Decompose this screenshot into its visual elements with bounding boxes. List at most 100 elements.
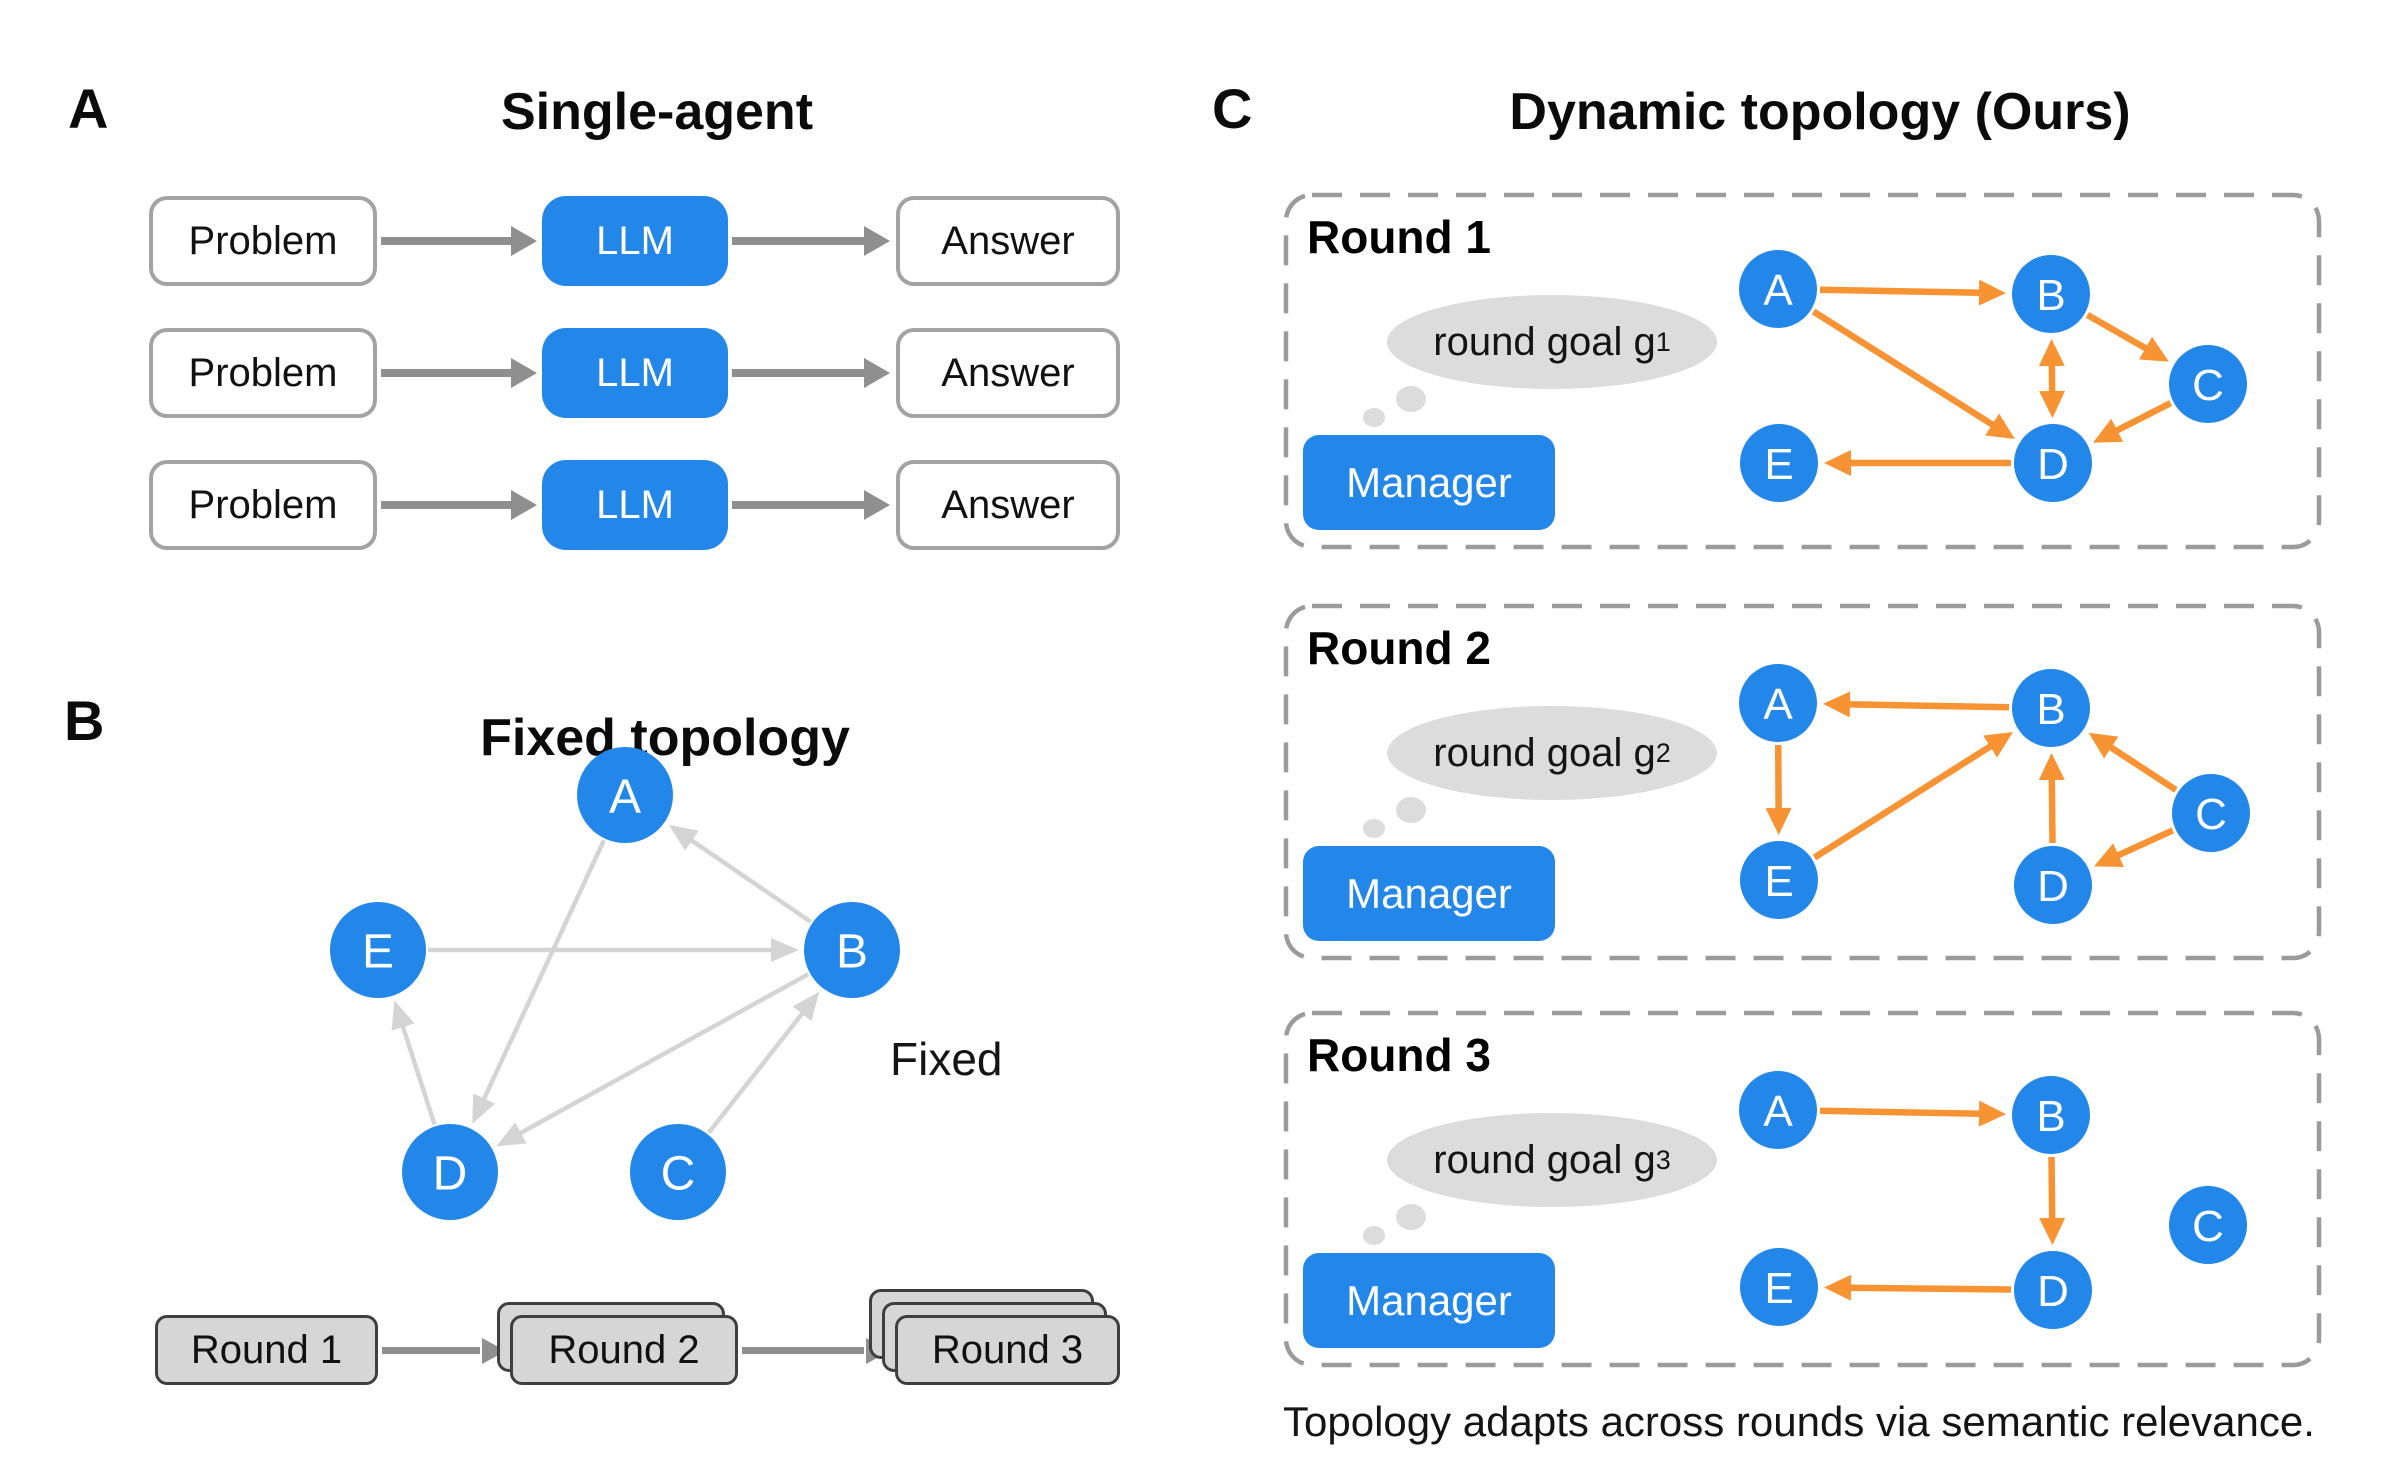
edge-C-B [707, 1009, 807, 1135]
arrowhead [391, 1000, 415, 1031]
arrow-problem-to-llm [381, 501, 511, 509]
edge-D-E [399, 1022, 437, 1126]
node-A-circle [1739, 664, 1817, 742]
arrowhead [1822, 691, 1851, 718]
arrowhead [1823, 1274, 1852, 1301]
node-D-circle [2014, 424, 2092, 502]
node-A: A [1739, 664, 1817, 742]
edge-E-B [1812, 741, 1996, 861]
arrowhead [496, 1122, 527, 1147]
arrowhead [472, 1093, 495, 1124]
node-B-label: B [2036, 685, 2065, 734]
chain-round-3: Round 3 [895, 1315, 1120, 1385]
node-D-label: D [2037, 440, 2069, 489]
node-E-label: E [1764, 440, 1793, 489]
node-E-label: E [1764, 857, 1793, 906]
node-A-circle [1739, 250, 1817, 328]
chain-round-1: Round 1 [155, 1315, 378, 1385]
edge-A-D [1811, 308, 1998, 430]
node-D-circle [2014, 1251, 2092, 1329]
arrowhead [2088, 732, 2119, 759]
round-1-goal-text: round goal g [1433, 319, 1656, 364]
panel-a-letter: A [68, 77, 109, 140]
arrowhead [792, 991, 820, 1022]
node-D-circle [2014, 846, 2092, 924]
llm-box: LLM [542, 196, 728, 286]
node-B-circle [2012, 1076, 2090, 1154]
node-E-circle [1740, 1248, 1818, 1326]
node-C-circle [2172, 774, 2250, 852]
panel-c-caption: Topology adapts across rounds via semant… [1283, 1398, 2315, 1445]
round-2-goal-text: round goal g [1433, 730, 1656, 775]
panel-b-letter: B [64, 689, 105, 752]
round-3-goal-text: round goal g [1433, 1137, 1656, 1182]
node-B-label: B [2036, 271, 2065, 320]
arrowhead [2093, 418, 2124, 443]
node-C-label: C [2192, 1202, 2224, 1251]
node-C: C [2169, 1186, 2247, 1264]
arrowhead [2093, 843, 2124, 867]
panel-a-title: Single-agent [500, 83, 814, 141]
node-A-circle [577, 747, 673, 843]
node-E-label: E [1764, 1264, 1793, 1313]
thought-dot-large [1396, 386, 1426, 412]
arrow-round2-to-round3 [742, 1347, 864, 1354]
edge-A-D [480, 839, 606, 1104]
node-D-label: D [433, 1147, 468, 1200]
node-C: C [630, 1124, 726, 1220]
arrow-problem-to-llm [381, 369, 511, 377]
edge-C-D [2113, 827, 2175, 860]
node-D-label: D [2037, 1267, 2069, 1316]
round-3-dashed-border [1283, 1010, 2322, 1368]
round-1-label: Round 1 [1307, 211, 1491, 263]
arrowhead [668, 824, 699, 851]
node-A-label: A [609, 770, 641, 823]
problem-box: Problem [149, 460, 377, 550]
node-C-label: C [2195, 790, 2227, 839]
node-E-circle [1740, 424, 1818, 502]
arrowhead [1978, 279, 2007, 306]
node-C: C [2169, 345, 2247, 423]
thought-dot-small [1363, 819, 1385, 838]
answer-box: Answer [896, 328, 1120, 418]
arrow-llm-to-answer [732, 501, 864, 509]
edge-D-E [1846, 1284, 2012, 1293]
arrowhead [2038, 338, 2065, 367]
edge-B-A [687, 836, 812, 924]
node-B-circle [804, 902, 900, 998]
panel-c-letter: C [1212, 77, 1253, 140]
node-E: E [330, 902, 426, 998]
edge-C-D [2112, 400, 2173, 436]
arrowhead [2038, 752, 2065, 781]
answer-box: Answer [896, 196, 1120, 286]
node-B: B [2012, 255, 2090, 333]
edge-B-D [516, 972, 810, 1137]
thought-dot-large [1396, 1204, 1426, 1230]
node-B-label: B [836, 925, 868, 978]
node-D-circle [402, 1124, 498, 1220]
node-B-circle [2012, 255, 2090, 333]
round-3-manager-box: Manager [1303, 1253, 1555, 1348]
edge-B-A [1845, 700, 2010, 711]
edge-A-B [1819, 286, 1984, 297]
edge-B-D [2048, 1156, 2056, 1223]
arrowhead [2039, 390, 2066, 419]
node-C-label: C [661, 1147, 696, 1200]
arrow-problem-to-llm [381, 237, 511, 245]
thought-dot-small [1363, 1226, 1385, 1245]
node-A-circle [1739, 1071, 1817, 1149]
answer-box: Answer [896, 460, 1120, 550]
node-E: E [1740, 1248, 1818, 1326]
fixed-topology-graph: A E B D C [330, 747, 900, 1220]
node-C: C [2172, 774, 2250, 852]
chain-round-3-label: Round 3 [931, 1327, 1084, 1372]
node-A-label: A [1763, 680, 1793, 729]
llm-box: LLM [542, 460, 728, 550]
node-B: B [2012, 1076, 2090, 1154]
round-3-label: Round 3 [1307, 1029, 1491, 1081]
arrow-llm-to-answer [732, 237, 864, 245]
